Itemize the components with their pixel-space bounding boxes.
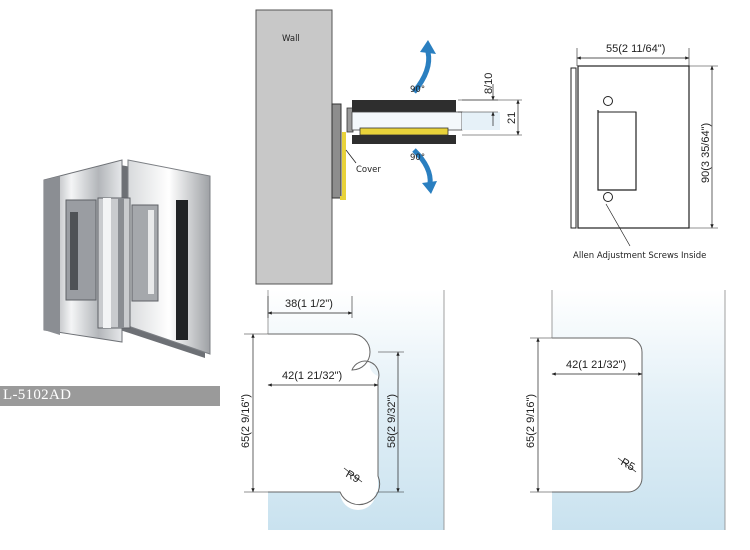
rotation-top-label: 90° (410, 85, 425, 95)
wall-plate (331, 103, 342, 199)
cutout-right: 42(1 21/32") 65(2 9/16") R5 (525, 290, 726, 530)
hinge-knuckle (97, 197, 131, 329)
right-dim-height: 65(2 9/16") (525, 394, 537, 448)
hinge-arm-bottom (352, 135, 456, 144)
right-dim-width: 42(1 21/32") (566, 359, 626, 371)
rotation-bottom-label: 90° (410, 153, 425, 163)
front-view: 55(2 11/64") 90(3 35/64") Allen Adjustme… (570, 43, 718, 261)
rotation-arrow-up (412, 51, 432, 94)
side-view: Wall Cover 90° 90° 8/10 21 (255, 9, 522, 285)
glass-edge (351, 111, 463, 131)
front-back-plate (570, 67, 577, 229)
cover-strip (340, 132, 346, 200)
right-radius-label: R5 (619, 456, 637, 473)
hinge-arm-top (352, 100, 456, 112)
wall-label: Wall (282, 34, 300, 44)
left-dim-width: 42(1 21/32") (282, 370, 342, 382)
glass-panel-left (268, 290, 444, 530)
hinge-photo (43, 159, 211, 358)
screw-hole-bottom (603, 192, 613, 202)
height-dim-label: 21 (506, 112, 518, 124)
left-dim-height: 65(2 9/16") (240, 394, 252, 448)
glass-clamp-yellow (359, 127, 449, 136)
cutout-outline-right (552, 337, 643, 493)
rotation-arrow-down (412, 148, 433, 185)
left-radius-label: R9 (344, 468, 362, 485)
left-dim-top: 38(1 1/2") (285, 298, 333, 310)
height-dim-label-front: 90(3 35/64") (700, 123, 712, 183)
cutout-outline-left (268, 333, 381, 506)
front-plate (577, 65, 690, 229)
screws-note: Allen Adjustment Screws Inside (573, 251, 706, 261)
thickness-dim-label: 8/10 (483, 73, 495, 94)
wall-block (255, 9, 333, 285)
cutout-left: 38(1 1/2") 42(1 21/32") 65(2 9/16") 58(2… (240, 290, 445, 530)
left-dim-inner: 58(2 9/32") (386, 394, 398, 448)
cover-label: Cover (356, 165, 381, 175)
screw-hole-top (603, 96, 613, 106)
width-dim-label: 55(2 11/64") (606, 43, 665, 55)
glass-panel-right (552, 290, 725, 530)
model-code-bar: L-5102AD (0, 386, 220, 406)
model-code: L-5102AD (3, 387, 72, 403)
